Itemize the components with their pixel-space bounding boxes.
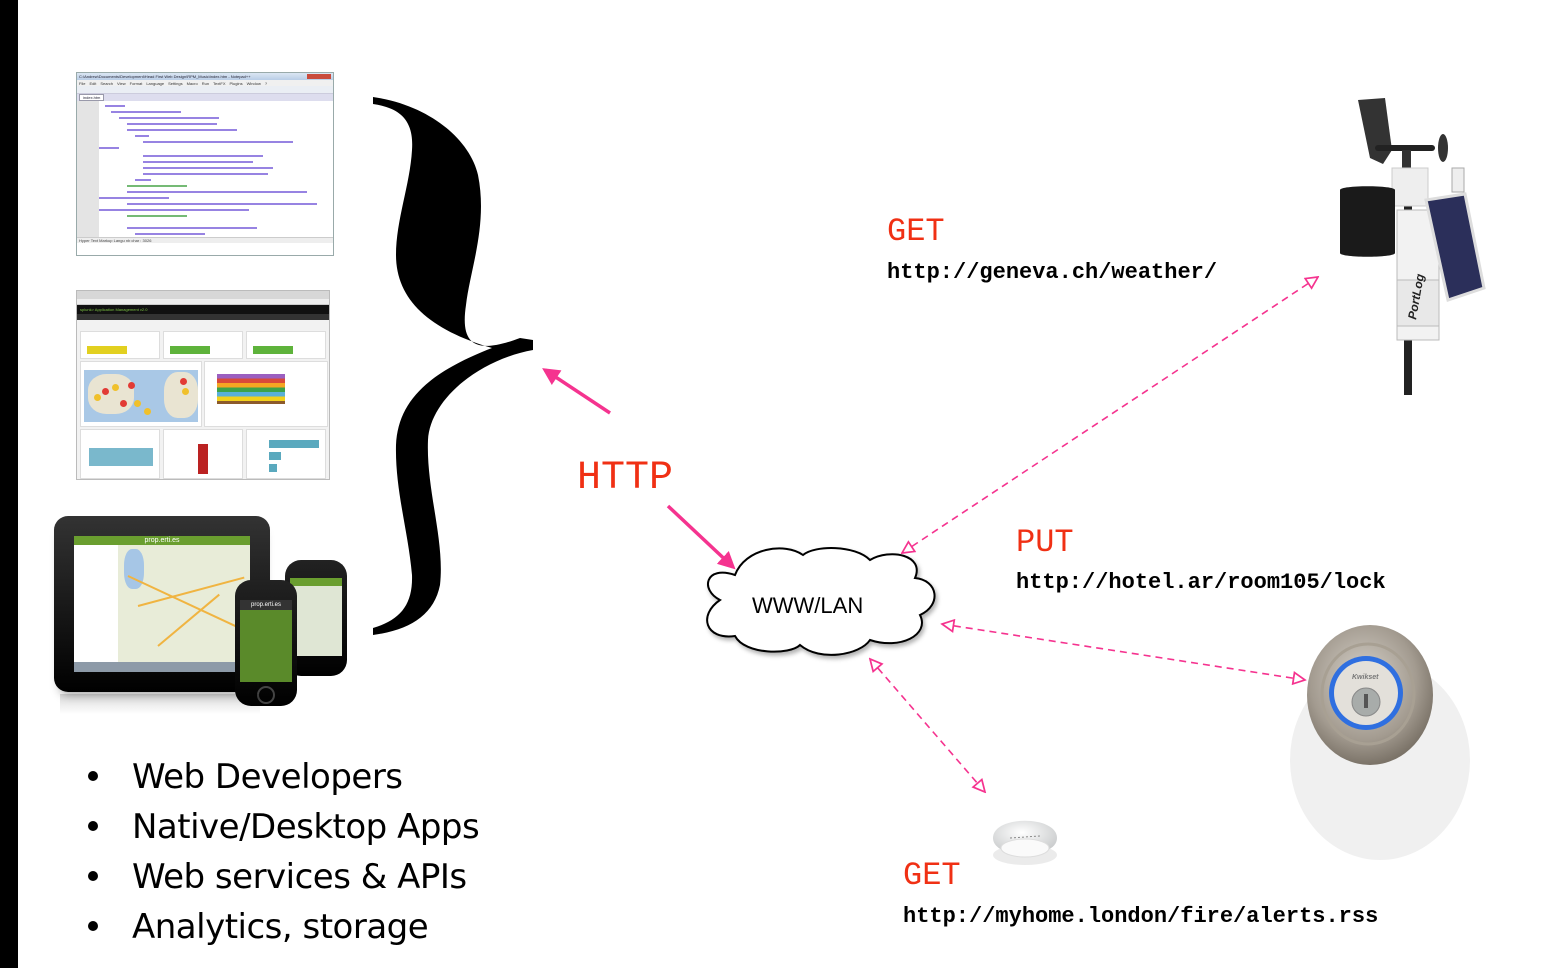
connector-smoke — [870, 659, 985, 792]
editor-tab: index.htm — [79, 94, 105, 101]
phone-screen: prop.erti.es — [240, 600, 292, 682]
network-label: WWW/LAN — [752, 593, 864, 618]
lock-method-label: PUT — [1016, 524, 1074, 561]
bar-chart-panel — [246, 429, 326, 479]
gauge-panel — [163, 429, 243, 479]
tablet-device: prop.erti.es — [54, 516, 270, 692]
menu-item: Window — [246, 80, 261, 86]
line-number-gutter — [77, 101, 99, 243]
menu-item: Macro — [186, 80, 198, 86]
browser-chrome — [77, 291, 329, 299]
dashboard-nav — [77, 314, 329, 320]
editor-title: C:\Andrew\Documents\Development\Head Fir… — [79, 74, 251, 79]
home-button-icon — [257, 686, 275, 704]
editor-tabs: index.htm — [77, 94, 333, 101]
client-types-list: Web Developers Native/Desktop Apps Web s… — [88, 752, 480, 952]
menu-item: Plugins — [229, 80, 243, 86]
list-item: Web Developers — [88, 752, 479, 802]
code-editor-thumbnail: C:\Andrew\Documents\Development\Head Fir… — [76, 72, 334, 256]
window-controls-icon — [307, 74, 331, 79]
stacked-chart-panel — [204, 361, 328, 427]
phone-app-title: prop.erti.es — [240, 600, 292, 610]
bullet-icon — [88, 820, 98, 831]
dashboard-panel — [163, 331, 243, 359]
tablet-app-title: prop.erti.es — [74, 536, 250, 545]
dashboard-panel — [80, 331, 160, 359]
svg-text:Kwikset: Kwikset — [1352, 674, 1379, 681]
smoke-detector-icon — [993, 820, 1057, 865]
tablet-map — [118, 545, 250, 662]
phone-screen — [290, 578, 342, 656]
smart-lock-icon: Kwikset — [1290, 625, 1470, 860]
menu-item: TextFX — [213, 80, 226, 86]
weather-method-label: GET — [887, 213, 945, 250]
menu-item: Language — [146, 80, 165, 86]
http-arrow-down — [666, 504, 736, 570]
menu-item: ? — [264, 80, 268, 86]
tablet-screen: prop.erti.es — [74, 536, 250, 672]
bullet-icon — [88, 770, 98, 781]
menu-item: Format — [129, 80, 143, 86]
editor-menubar: File Edit Search View Format Language Se… — [77, 80, 333, 86]
map-panel — [80, 361, 202, 427]
menu-item: File — [79, 80, 86, 86]
smoke-url-label[interactable]: http://myhome.london/fire/alerts.rss — [903, 904, 1379, 929]
phone-device-front: prop.erti.es — [235, 580, 297, 706]
list-item: Native/Desktop Apps — [88, 802, 480, 852]
bullet-icon — [88, 920, 98, 931]
dashboard-header: splunk> Application Management v2.0 — [77, 305, 329, 314]
connector-weather — [902, 277, 1318, 553]
http-arrow-up — [542, 368, 611, 415]
tablet-listing-sidebar — [74, 545, 119, 662]
browser-urlbar — [77, 299, 329, 305]
list-item: Web services & APIs — [88, 852, 479, 902]
menu-item: Run — [201, 80, 210, 86]
left-edge-bar — [0, 0, 18, 968]
connector-lock — [942, 624, 1305, 680]
dashboard-panel — [246, 331, 326, 359]
device-reflection — [60, 694, 260, 714]
menu-item: View — [117, 80, 126, 86]
analytics-dashboard-thumbnail: splunk> Application Management v2.0 — [76, 290, 330, 480]
http-protocol-label: HTTP — [577, 456, 674, 501]
list-item: Analytics, storage — [88, 902, 479, 952]
weather-url-label[interactable]: http://geneva.ch/weather/ — [887, 260, 1218, 285]
editor-toolbar — [77, 86, 333, 94]
area-chart-panel — [80, 429, 160, 479]
editor-titlebar: C:\Andrew\Documents\Development\Head Fir… — [77, 73, 333, 80]
menu-item: Settings — [168, 80, 183, 86]
brace-shape — [373, 97, 533, 635]
editor-statusbar: Hyper Text Markup Langu nb char : 3026 — [77, 237, 333, 243]
lock-url-label[interactable]: http://hotel.ar/room105/lock — [1016, 570, 1386, 595]
editor-code-area: Hyper Text Markup Langu nb char : 3026 — [77, 101, 333, 243]
smoke-method-label: GET — [903, 857, 961, 894]
weather-station-icon: PortLog — [1340, 98, 1486, 395]
bullet-icon — [88, 870, 98, 881]
network-cloud-icon — [706, 547, 936, 656]
tablet-toolbar — [74, 662, 250, 672]
menu-item: Edit — [89, 80, 97, 86]
menu-item: Search — [100, 80, 114, 86]
